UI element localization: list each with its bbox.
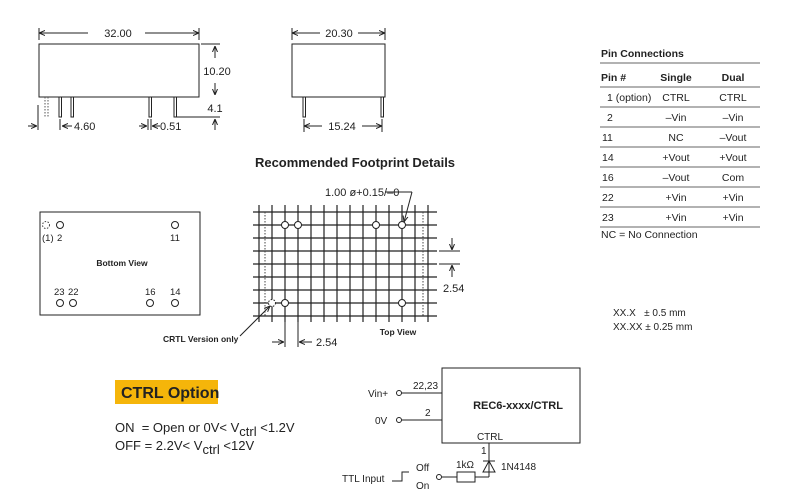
table-cell-dual: +Vout: [719, 152, 746, 164]
table-cell-dual: CTRL: [719, 92, 747, 104]
resistor-icon: [456, 471, 476, 483]
zero-v-pin: 2: [425, 408, 431, 419]
module-name: REC6-xxxx/CTRL: [473, 400, 563, 412]
tolerance-2: XX.XX ± 0.25 mm: [613, 322, 692, 333]
off-condition: OFF = 2.2V< Vctrl <12V: [115, 438, 254, 457]
pitch-horizontal: 2.54: [316, 337, 337, 349]
dim-pin-spacing: 15.24: [328, 121, 356, 133]
side-view: 20.30 15.24: [291, 28, 386, 133]
ctrl-option: CTRL Option ON = Open or 0V< Vctrl <1.2V…: [115, 380, 295, 457]
pin-label-23: 23: [54, 287, 65, 298]
pin-label-11: 11: [170, 233, 180, 244]
dim-pin-length: 4.1: [207, 103, 222, 115]
table-cell-single: NC: [668, 132, 684, 144]
table-cell-pin: 11: [602, 132, 613, 144]
table-cell-single: CTRL: [662, 92, 690, 104]
zero-v-label: 0V: [375, 416, 388, 427]
pin-label-14: 14: [170, 287, 181, 298]
table-cell-dual: –Vin: [723, 112, 744, 124]
bottom-view: (1) 2 11 Bottom View 23 22 16 14: [39, 211, 201, 316]
ctrl-pin-number: 1: [481, 446, 487, 457]
header-single: Single: [660, 72, 692, 84]
dim-height: 10.20: [203, 66, 231, 78]
hole-spec: 1.00 ø+0.15/–0: [325, 187, 399, 199]
bottom-view-title: Bottom View: [96, 258, 148, 268]
tolerance-1: XX.X ± 0.5 mm: [613, 308, 686, 319]
pin-label-2: 2: [57, 233, 62, 244]
on-label: On: [416, 481, 429, 492]
table-cell-single: +Vout: [662, 152, 689, 164]
table-cell-dual: +Vin: [722, 212, 743, 224]
dim-pin-pitch: 4.60: [74, 121, 95, 133]
tolerances: XX.X ± 0.5 mm XX.XX ± 0.25 mm: [613, 308, 692, 333]
dim-side-width: 20.30: [325, 28, 353, 40]
ctrl-pin-label: CTRL: [477, 432, 504, 443]
top-view-label: Top View: [380, 327, 417, 337]
ttl-input-label: TTL Input: [342, 474, 385, 485]
ctrl-option-title: CTRL Option: [121, 385, 219, 402]
table-cell-dual: –Vout: [720, 132, 747, 144]
table-cell-single: –Vout: [663, 172, 690, 184]
pin-label-16: 16: [145, 287, 156, 298]
table-cell-single: –Vin: [666, 112, 687, 124]
table-note: NC = No Connection: [601, 229, 698, 241]
pin-label-22: 22: [68, 287, 79, 298]
table-cell-pin: 2: [607, 112, 613, 124]
table-cell-single: +Vin: [665, 212, 686, 224]
on-condition: ON = Open or 0V< Vctrl <1.2V: [115, 420, 295, 439]
vin-pins: 22,23: [413, 381, 438, 392]
ctrl-version-note: CRTL Version only: [163, 334, 239, 344]
vin-label: Vin+: [368, 389, 388, 400]
table-cell-pin: 23: [602, 212, 614, 224]
diode-label: 1N4148: [501, 462, 536, 473]
front-view: 32.00 10.20 4.1 4.60 0.51: [28, 28, 231, 133]
ctrl-circuit: REC6-xxxx/CTRL Vin+ 22,23 0V 2 CTRL 1 1N…: [342, 367, 581, 492]
table-title: Pin Connections: [601, 48, 684, 60]
table-cell-single: +Vin: [665, 192, 686, 204]
table-cell-pin: 1 (option): [607, 92, 651, 104]
table-cell-dual: Com: [722, 172, 744, 184]
pin-label-1: (1): [42, 233, 54, 244]
off-label: Off: [416, 463, 429, 474]
step-signal-icon: [392, 471, 409, 482]
resistor-label: 1kΩ: [456, 460, 475, 471]
table-cell-pin: 16: [602, 172, 614, 184]
dim-width: 32.00: [104, 28, 132, 40]
footprint-title: Recommended Footprint Details: [255, 155, 455, 170]
diode-icon: [482, 459, 496, 473]
pitch-vertical: 2.54: [443, 283, 464, 295]
table-cell-dual: +Vin: [722, 192, 743, 204]
table-cell-pin: 22: [602, 192, 614, 204]
pin-connections-table: Pin Connections Pin # Single Dual 1 (opt…: [600, 48, 760, 241]
header-dual: Dual: [722, 72, 745, 84]
footprint-grid: Recommended Footprint Details 1.00 ø+0.1…: [163, 155, 464, 349]
table-cell-pin: 14: [602, 152, 614, 164]
header-pin: Pin #: [601, 72, 626, 84]
dim-pin-dia: 0.51: [160, 121, 181, 133]
